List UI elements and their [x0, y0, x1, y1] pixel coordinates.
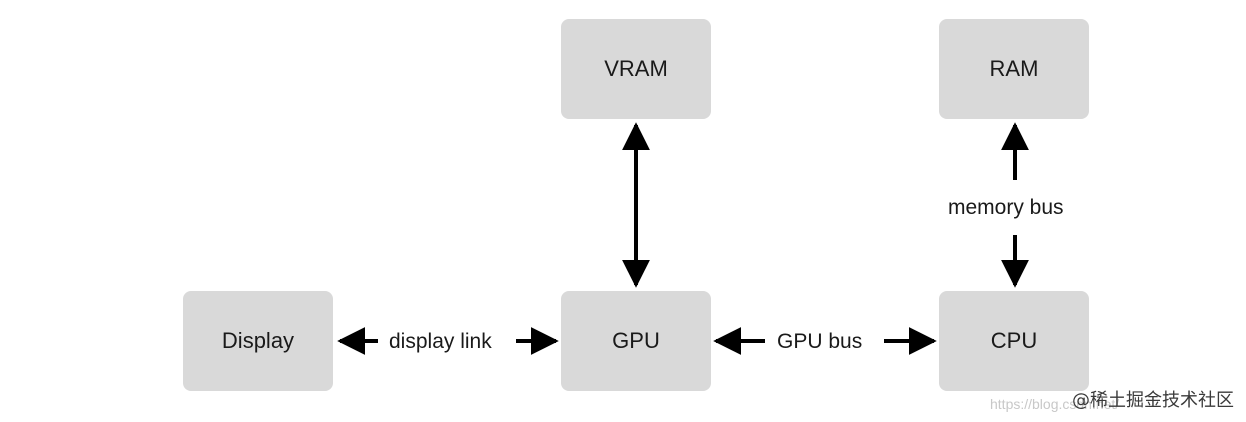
edge-label-gpu-bus: GPU bus [777, 330, 863, 353]
edge-label-memory-bus: memory bus [948, 196, 1064, 219]
node-gpu: GPU [561, 291, 711, 391]
node-ram: RAM [939, 19, 1089, 119]
node-vram: VRAM [561, 19, 711, 119]
watermark-url: https://blog.csdn.net/ [990, 396, 1120, 412]
node-display: Display [183, 291, 333, 391]
watermark-brand: @稀土掘金技术社区 [1072, 390, 1234, 411]
node-cpu: CPU [939, 291, 1089, 391]
edge-label-display-link: display link [389, 330, 492, 353]
